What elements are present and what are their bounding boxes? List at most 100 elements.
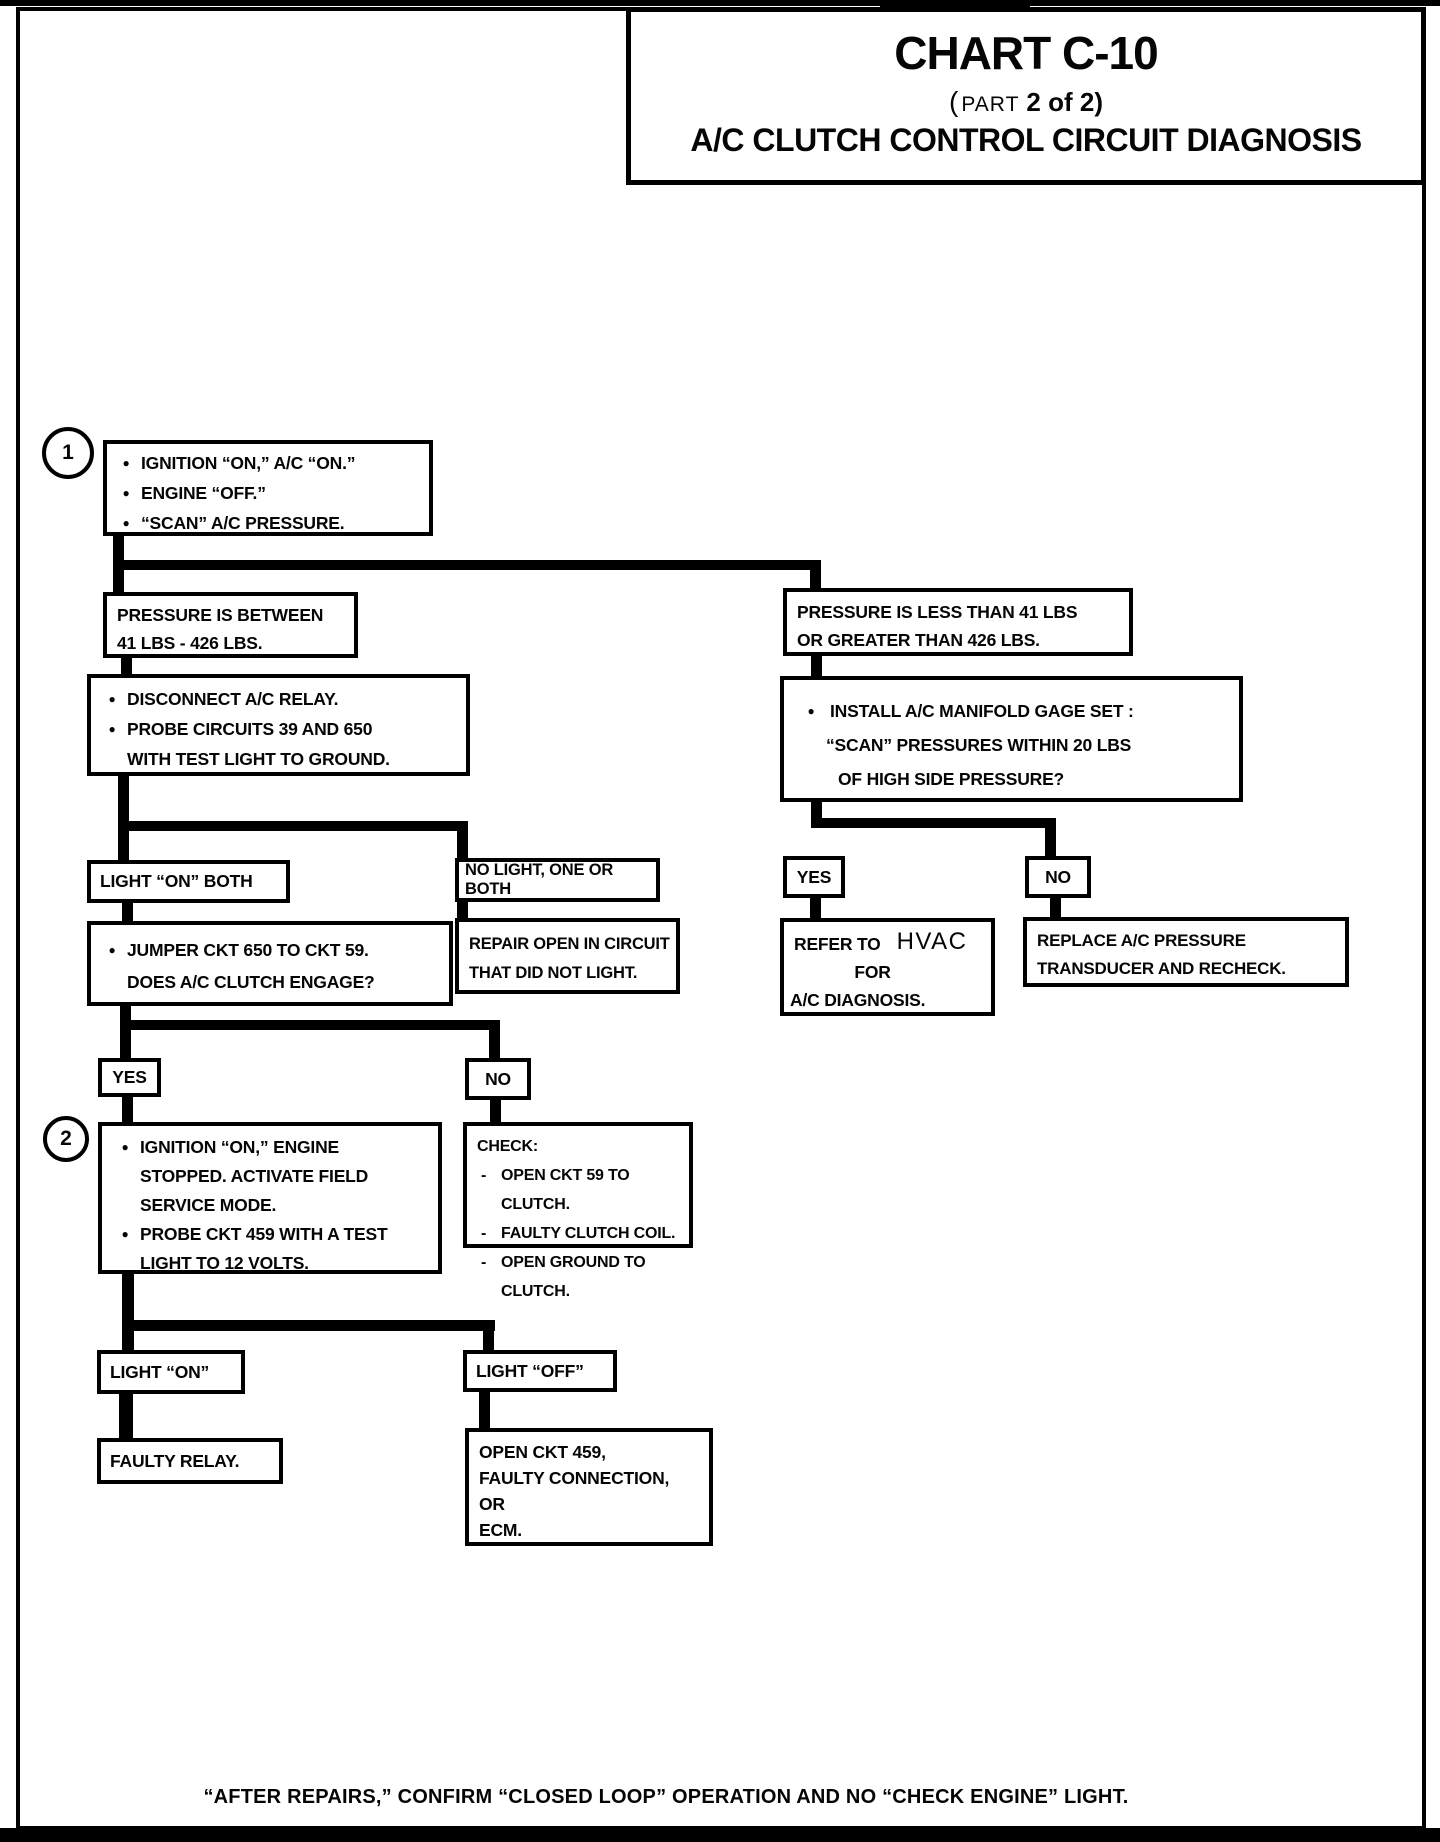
node-no-light: NO LIGHT, ONE OR BOTH <box>455 858 660 902</box>
flow-connector <box>118 774 129 864</box>
bullet-icon: ● <box>108 722 116 736</box>
bullet-icon: ● <box>122 456 130 470</box>
flow-connector <box>811 800 822 826</box>
node-faulty-relay: FAULTY RELAY. <box>97 1438 283 1484</box>
faulty-relay-label: FAULTY RELAY. <box>110 1450 240 1471</box>
field-service-line: SERVICE MODE. <box>140 1195 277 1215</box>
yes-gage-label: YES <box>796 866 832 887</box>
refer-label: REFER TO <box>794 934 881 954</box>
flow-connector <box>489 1020 500 1060</box>
node-pressure-out-of-range: PRESSURE IS LESS THAN 41 LBS OR GREATER … <box>783 588 1133 656</box>
step-2-number: 2 <box>60 1127 72 1150</box>
light-off-label: LIGHT “OFF” <box>476 1360 584 1381</box>
open-ckt-line: OR <box>479 1494 505 1514</box>
flow-connector <box>122 1095 133 1124</box>
flow-connector <box>810 560 821 590</box>
flow-connector <box>810 897 821 920</box>
pressure-in-line: PRESSURE IS BETWEEN <box>117 605 324 625</box>
start-line: “SCAN” A/C PRESSURE. <box>141 513 345 533</box>
node-no-clutch: NO <box>465 1058 531 1100</box>
no-gage-label: NO <box>1045 866 1071 887</box>
bullet-icon: ● <box>122 486 130 500</box>
field-service-line: PROBE CKT 459 WITH A TEST <box>140 1224 388 1244</box>
field-service-line: LIGHT TO 12 VOLTS. <box>140 1253 309 1273</box>
chart-title: CHART C-10 <box>894 27 1158 79</box>
bullet-icon: ● <box>121 1227 129 1241</box>
jumper-line: DOES A/C CLUTCH ENGAGE? <box>127 972 375 992</box>
node-yes-clutch: YES <box>98 1058 161 1097</box>
jumper-line: JUMPER CKT 650 TO CKT 59. <box>127 940 369 960</box>
install-line: OF HIGH SIDE PRESSURE? <box>838 769 1065 789</box>
chart-part-paren: ( <box>949 86 959 117</box>
flow-connector <box>121 656 132 676</box>
flow-connector <box>118 821 468 831</box>
open-ckt-line: ECM. <box>479 1520 522 1540</box>
step-2-badge: 2 <box>43 1116 89 1162</box>
flow-connector <box>483 1320 494 1352</box>
repair-line: REPAIR OPEN IN CIRCUIT <box>469 935 670 953</box>
dash-icon: - <box>481 1167 487 1184</box>
node-light-on: LIGHT “ON” <box>97 1350 245 1394</box>
open-ckt-line: FAULTY CONNECTION, <box>479 1468 670 1488</box>
node-repair-open: REPAIR OPEN IN CIRCUIT THAT DID NOT LIGH… <box>455 918 680 994</box>
node-light-on-both: LIGHT “ON” BOTH <box>87 860 290 903</box>
chart-part-number: 2 of 2) <box>1026 87 1103 117</box>
flow-connector <box>1045 818 1056 858</box>
node-refer-hvac: REFER TO HVAC FOR A/C DIAGNOSIS. <box>780 918 995 1016</box>
no-clutch-label: NO <box>485 1068 511 1089</box>
node-pressure-in-range: PRESSURE IS BETWEEN 41 LBS - 426 LBS. <box>103 592 358 658</box>
light-on-label: LIGHT “ON” <box>110 1361 210 1382</box>
flow-connector <box>811 654 822 678</box>
node-disconnect-relay: ●DISCONNECT A/C RELAY. ●PROBE CIRCUITS 3… <box>87 674 470 776</box>
flow-connector <box>122 1320 495 1331</box>
bullet-icon: ● <box>108 943 116 957</box>
node-yes-gage: YES <box>783 856 845 898</box>
dash-icon: - <box>481 1225 487 1242</box>
pressure-in-line: 41 LBS - 426 LBS. <box>117 633 263 653</box>
dash-icon: - <box>481 1254 487 1271</box>
replace-line: TRANSDUCER AND RECHECK. <box>1037 959 1286 978</box>
refer-diagnosis: A/C DIAGNOSIS. <box>790 990 926 1010</box>
start-line: IGNITION “ON,” A/C “ON.” <box>141 453 356 473</box>
flow-connector <box>113 560 821 570</box>
bottom-scan-bar <box>0 1828 1440 1842</box>
chart-subtitle: A/C CLUTCH CONTROL CIRCUIT DIAGNOSIS <box>690 122 1362 158</box>
flow-connector <box>120 1005 131 1061</box>
disconnect-line: WITH TEST LIGHT TO GROUND. <box>127 749 390 769</box>
flow-connector <box>479 1391 490 1430</box>
pressure-out-line: OR GREATER THAN 426 LBS. <box>797 630 1040 650</box>
flow-connector <box>490 1098 501 1124</box>
flow-connector <box>1050 897 1061 919</box>
field-service-line: STOPPED. ACTIVATE FIELD <box>140 1166 369 1186</box>
flow-connector <box>122 1272 134 1352</box>
chart-part-word: PART <box>961 93 1020 116</box>
node-install-gage: ● INSTALL A/C MANIFOLD GAGE SET : “SCAN” … <box>780 676 1243 802</box>
flow-connector <box>457 821 468 861</box>
check-item: OPEN GROUND TO CLUTCH. <box>501 1254 646 1300</box>
disconnect-line: PROBE CIRCUITS 39 AND 650 <box>127 719 373 739</box>
flow-connector <box>457 900 468 920</box>
yes-clutch-label: YES <box>112 1067 147 1087</box>
flow-connector <box>122 901 133 923</box>
node-open-ckt-459: OPEN CKT 459, FAULTY CONNECTION, OR ECM. <box>465 1428 713 1546</box>
repair-line: THAT DID NOT LIGHT. <box>469 964 638 982</box>
check-item: FAULTY CLUTCH COIL. <box>501 1225 676 1242</box>
node-no-gage: NO <box>1025 856 1091 898</box>
node-start: ● IGNITION “ON,” A/C “ON.” ● ENGINE “OFF.”… <box>103 440 433 536</box>
flow-connector <box>119 1392 133 1440</box>
install-line: INSTALL A/C MANIFOLD GAGE SET : <box>830 701 1134 721</box>
hvac-stamp: HVAC <box>896 928 968 955</box>
top-scan-bar <box>0 0 1440 6</box>
bullet-icon: ● <box>121 1140 129 1154</box>
footer-note: “AFTER REPAIRS,” CONFIRM “CLOSED LOOP” O… <box>203 1786 1129 1808</box>
node-check-list: CHECK: -OPEN CKT 59 TO CLUTCH. -FAULTY C… <box>463 1122 693 1300</box>
step-1-badge: 1 <box>42 427 94 479</box>
bullet-icon: ● <box>122 516 130 530</box>
bullet-icon: ● <box>807 704 815 718</box>
node-light-off: LIGHT “OFF” <box>463 1350 617 1392</box>
chart-title-box: CHART C-10 (PART 2 of 2) A/C CLUTCH CONTR… <box>626 7 1426 185</box>
install-line: “SCAN” PRESSURES WITHIN 20 LBS <box>826 735 1132 755</box>
start-line: ENGINE “OFF.” <box>141 483 266 503</box>
flow-connector <box>120 1020 500 1030</box>
